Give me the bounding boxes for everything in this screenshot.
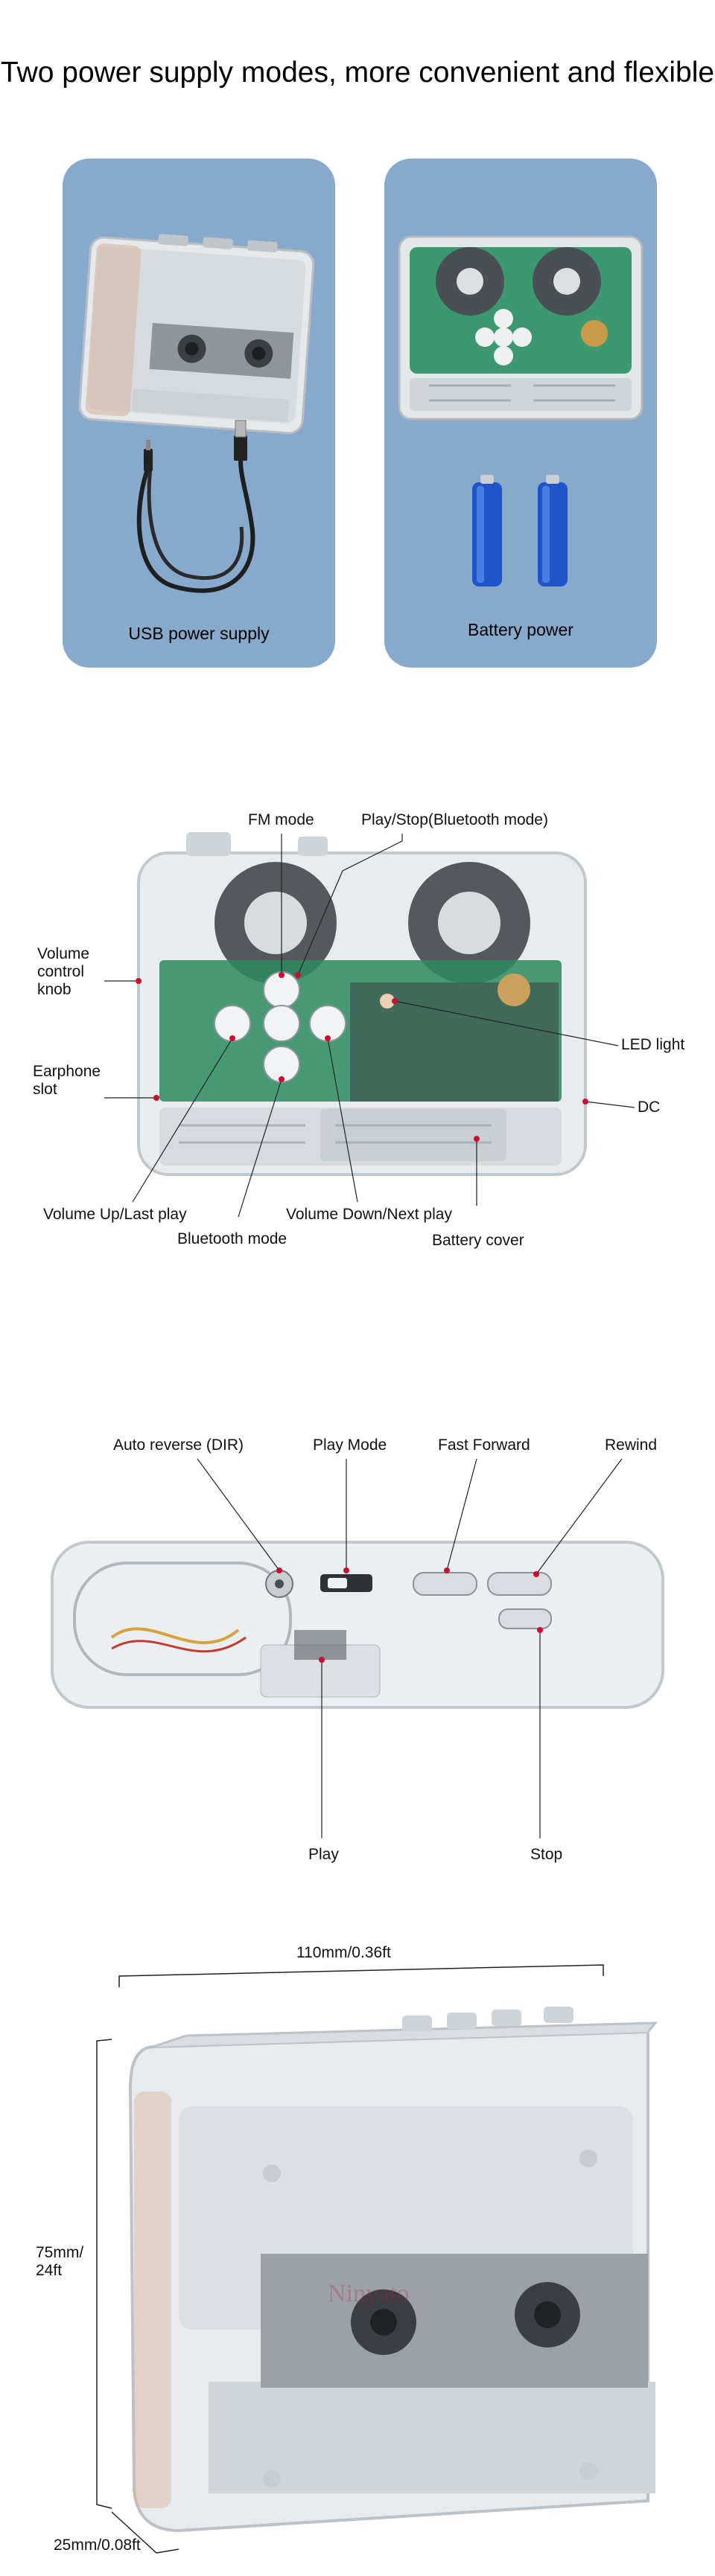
dimensions-section: Ninyato 110mm/0.36ft 75mm/ 24ft 25mm/0.0… bbox=[0, 1935, 715, 2576]
label-depth: 25mm/0.08ft bbox=[54, 2537, 141, 2554]
label-volume-down: Volume Down/Next play bbox=[286, 1206, 452, 1223]
top-view-section: Auto reverse (DIR) Play Mode Fast Forwar… bbox=[0, 1414, 715, 1876]
usb-player-image bbox=[78, 234, 315, 593]
aa-battery-icon bbox=[538, 475, 568, 587]
label-play-mode: Play Mode bbox=[313, 1436, 387, 1454]
section-title: Two power supply modes, more convenient … bbox=[0, 57, 715, 89]
usb-power-card: USB power supply bbox=[63, 159, 335, 668]
front-view-image bbox=[104, 832, 635, 1218]
label-volume-up: Volume Up/Last play bbox=[43, 1206, 187, 1223]
dimension-view-image bbox=[96, 1964, 658, 2554]
label-stop: Stop bbox=[530, 1846, 563, 1863]
label-volume-knob: Volume control knob bbox=[37, 945, 90, 999]
label-play: Play bbox=[308, 1846, 339, 1863]
callout-dots bbox=[276, 1567, 543, 1663]
label-auto-reverse: Auto reverse (DIR) bbox=[113, 1436, 244, 1454]
label-rewind: Rewind bbox=[605, 1436, 658, 1454]
label-fast-forward: Fast Forward bbox=[438, 1436, 530, 1454]
battery-power-caption: Battery power bbox=[468, 620, 573, 639]
label-earphone-slot: Earphone slot bbox=[33, 1063, 101, 1099]
label-dc: DC bbox=[638, 1099, 661, 1116]
usb-power-caption: USB power supply bbox=[128, 624, 270, 643]
label-bluetooth-mode: Bluetooth mode bbox=[177, 1230, 287, 1247]
label-battery-cover: Battery cover bbox=[432, 1232, 524, 1249]
power-supply-section: Two power supply modes, more convenient … bbox=[0, 0, 715, 715]
aa-battery-icon bbox=[472, 475, 502, 587]
label-width: 110mm/0.36ft bbox=[296, 1944, 391, 1961]
battery-power-card: Battery power bbox=[384, 159, 657, 668]
battery-player-image bbox=[398, 235, 644, 587]
callout-lines bbox=[104, 834, 635, 1218]
callout-dots bbox=[136, 972, 588, 1142]
top-view-image bbox=[51, 1458, 664, 1838]
usb-cable-icon bbox=[136, 420, 255, 593]
label-play-stop: Play/Stop(Bluetooth mode) bbox=[361, 811, 548, 828]
label-led-light: LED light bbox=[621, 1036, 685, 1053]
label-height: 75mm/ 24ft bbox=[36, 2244, 84, 2280]
front-view-section: FM mode Play/Stop(Bluetooth mode) Volume… bbox=[0, 744, 715, 1325]
callout-lines bbox=[197, 1458, 623, 1838]
dimension-lines bbox=[96, 1964, 604, 2554]
label-fm-mode: FM mode bbox=[248, 811, 314, 828]
watermark: Ninyato bbox=[328, 2280, 410, 2307]
